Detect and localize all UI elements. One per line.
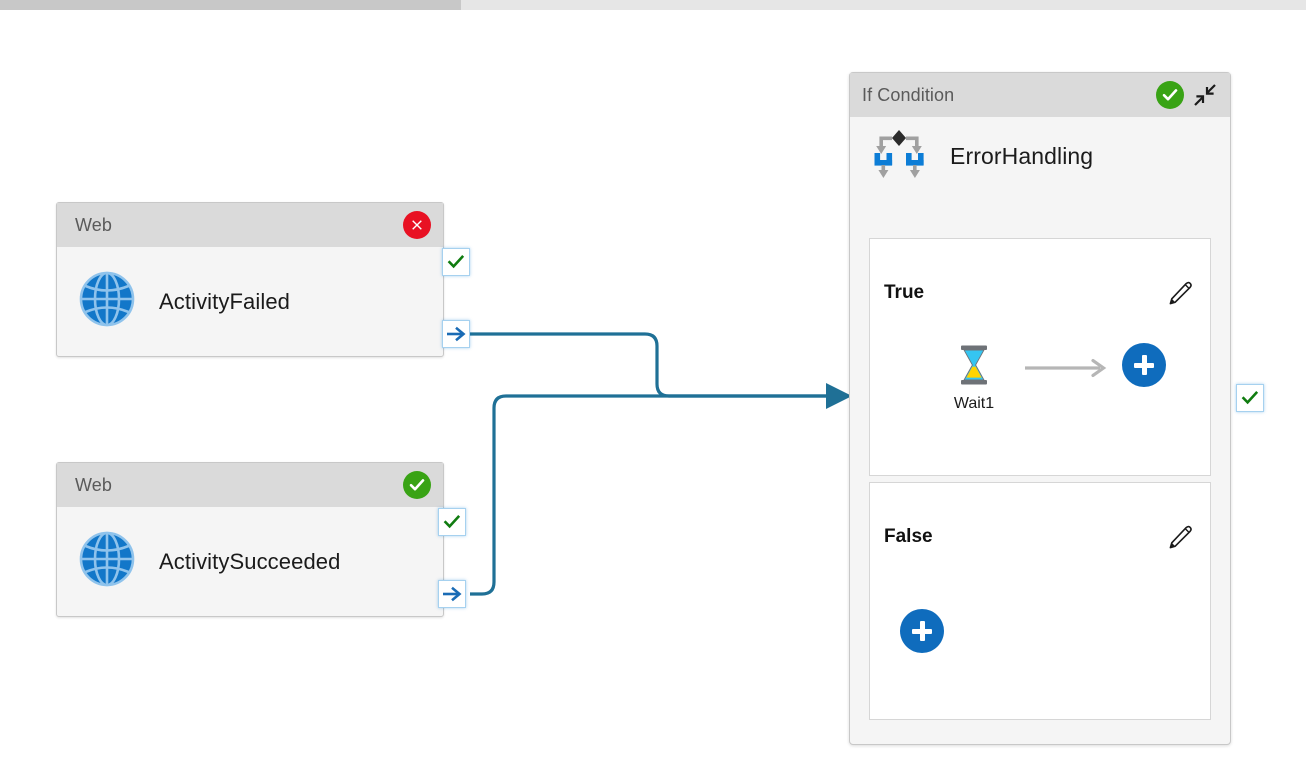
globe-icon (79, 531, 135, 592)
branch-false[interactable]: False (869, 482, 1211, 720)
add-activity-button-false[interactable] (900, 609, 944, 653)
port-completion-activityfailed[interactable] (442, 320, 470, 348)
port-success-ifcondition[interactable] (1236, 384, 1264, 412)
activity-card-activityfailed[interactable]: Web (56, 202, 444, 357)
flow-arrow-icon (1024, 357, 1110, 384)
error-circle-icon (403, 211, 431, 239)
if-condition-header: If Condition (850, 73, 1230, 117)
activity-type-label: Web (75, 214, 112, 235)
connector-failed-to-if (470, 332, 826, 398)
inner-activity-label: Wait1 (953, 395, 995, 412)
branch-false-label: False (884, 526, 933, 547)
branch-true[interactable]: True (869, 238, 1211, 476)
port-success-activityfailed[interactable] (442, 248, 470, 276)
hourglass-icon (954, 344, 994, 391)
add-activity-button-true[interactable] (1122, 343, 1166, 387)
activity-name-label: ActivityFailed (159, 288, 290, 314)
pencil-icon[interactable] (1166, 279, 1194, 307)
horizontal-scrollbar-track[interactable] (0, 0, 1306, 10)
connector-succeeded-to-if (470, 394, 826, 596)
plus-icon-vertical (1141, 355, 1147, 375)
activity-card-header: Web (57, 203, 443, 247)
if-condition-name-label: ErrorHandling (950, 142, 1094, 169)
if-condition-type-label: If Condition (862, 84, 955, 105)
horizontal-scrollbar-thumb[interactable] (0, 0, 461, 10)
activity-card-body: ActivityFailed (57, 247, 443, 356)
if-condition-title-row: ErrorHandling (850, 117, 1230, 195)
arrow-right-icon (447, 326, 466, 342)
plus-icon-vertical (919, 621, 925, 641)
check-icon (443, 514, 461, 529)
if-condition-container[interactable]: If Condition (849, 72, 1231, 745)
activity-card-body: ActivitySucceeded (57, 507, 443, 616)
pencil-icon[interactable] (1166, 523, 1194, 551)
arrow-right-icon (443, 586, 462, 602)
success-circle-icon (1156, 81, 1184, 109)
activity-card-header: Web (57, 463, 443, 507)
inner-activity-wait1[interactable]: Wait1 (932, 344, 1016, 413)
pipeline-canvas[interactable]: Web (0, 10, 1306, 777)
check-icon (1241, 390, 1259, 405)
activity-name-label: ActivitySucceeded (159, 548, 341, 574)
activity-card-activitysucceeded[interactable]: Web (56, 462, 444, 617)
collapse-arrows-icon[interactable] (1190, 80, 1220, 110)
port-completion-activitysucceeded[interactable] (438, 580, 466, 608)
activity-type-label: Web (75, 474, 112, 495)
port-success-activitysucceeded[interactable] (438, 508, 466, 536)
check-icon (447, 254, 465, 269)
branch-true-label: True (884, 282, 925, 303)
globe-icon (79, 271, 135, 332)
if-condition-icon (870, 126, 928, 187)
success-circle-icon (403, 471, 431, 499)
